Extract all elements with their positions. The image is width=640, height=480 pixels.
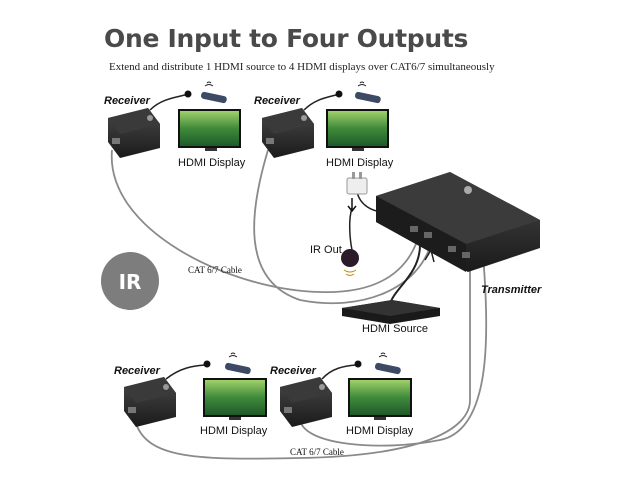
hdmi-display-3 (203, 378, 267, 420)
hdmi-display-label-3: HDMI Display (200, 425, 268, 437)
logo-icon (147, 115, 153, 121)
hdmi-display-4 (348, 378, 412, 420)
ir-out-sensor (341, 198, 359, 276)
logo-icon (163, 384, 169, 390)
hdmi-display-2 (326, 109, 389, 151)
cable-label-top: CAT 6/7 Cable (188, 265, 242, 275)
receiver-unit-3 (124, 360, 211, 427)
receiver-unit-4 (280, 360, 362, 427)
receiver-label-2: Receiver (254, 95, 301, 107)
logo-icon (464, 186, 472, 194)
cable-label-bottom: CAT 6/7 Cable (290, 447, 344, 457)
hdmi-source-label: HDMI Source (362, 323, 428, 335)
hdmi-display-label-1: HDMI Display (178, 157, 246, 169)
receiver-label-1: Receiver (104, 95, 151, 107)
ir-signal-icon (378, 352, 388, 358)
remote-1 (201, 81, 227, 104)
ir-signal-icon (228, 352, 238, 358)
ir-badge: IR (101, 252, 159, 310)
hdmi-display-label-2: HDMI Display (326, 157, 394, 169)
transmitter-label: Transmitter (481, 284, 542, 296)
remote-icon (201, 91, 227, 104)
ir-sensor-icon (354, 360, 362, 368)
power-adapter (346, 172, 368, 195)
logo-icon (319, 384, 325, 390)
power-adapter-icon (346, 177, 368, 195)
remote-icon (355, 91, 381, 104)
cable-bottom-right (299, 254, 488, 447)
remote-icon (225, 362, 251, 375)
hdmi-source-player (342, 248, 440, 324)
remote-4 (375, 352, 401, 375)
ir-out-label: IR Out (310, 244, 342, 256)
transmitter-unit (376, 172, 540, 272)
ir-signal-icon (204, 81, 214, 87)
ir-signal-icon (357, 81, 367, 87)
ir-badge-label: IR (119, 270, 142, 294)
cable-top-left (111, 149, 421, 293)
hdmi-display-1 (178, 109, 241, 151)
receiver-label-4: Receiver (270, 365, 317, 377)
ir-sensor-icon (203, 360, 211, 368)
ir-sensor-icon (335, 90, 343, 98)
page-title: One Input to Four Outputs (104, 24, 469, 53)
receiver-unit-1 (108, 90, 192, 158)
receiver-unit-2 (262, 90, 343, 158)
receiver-label-3: Receiver (114, 365, 161, 377)
ir-sensor-icon (184, 90, 192, 98)
cable-bottom-left (134, 255, 471, 460)
logo-icon (301, 115, 307, 121)
hdmi-display-label-4: HDMI Display (346, 425, 414, 437)
page-subtitle: Extend and distribute 1 HDMI source to 4… (109, 61, 495, 73)
remote-icon (375, 362, 401, 375)
cables (111, 149, 488, 460)
cable-hdmi-source (389, 244, 421, 306)
remote-2 (355, 81, 381, 104)
ir-sensor-icon (341, 249, 359, 267)
ir-signal-icon (343, 269, 357, 276)
remote-3 (225, 352, 251, 375)
cable-ir-out (348, 207, 353, 251)
